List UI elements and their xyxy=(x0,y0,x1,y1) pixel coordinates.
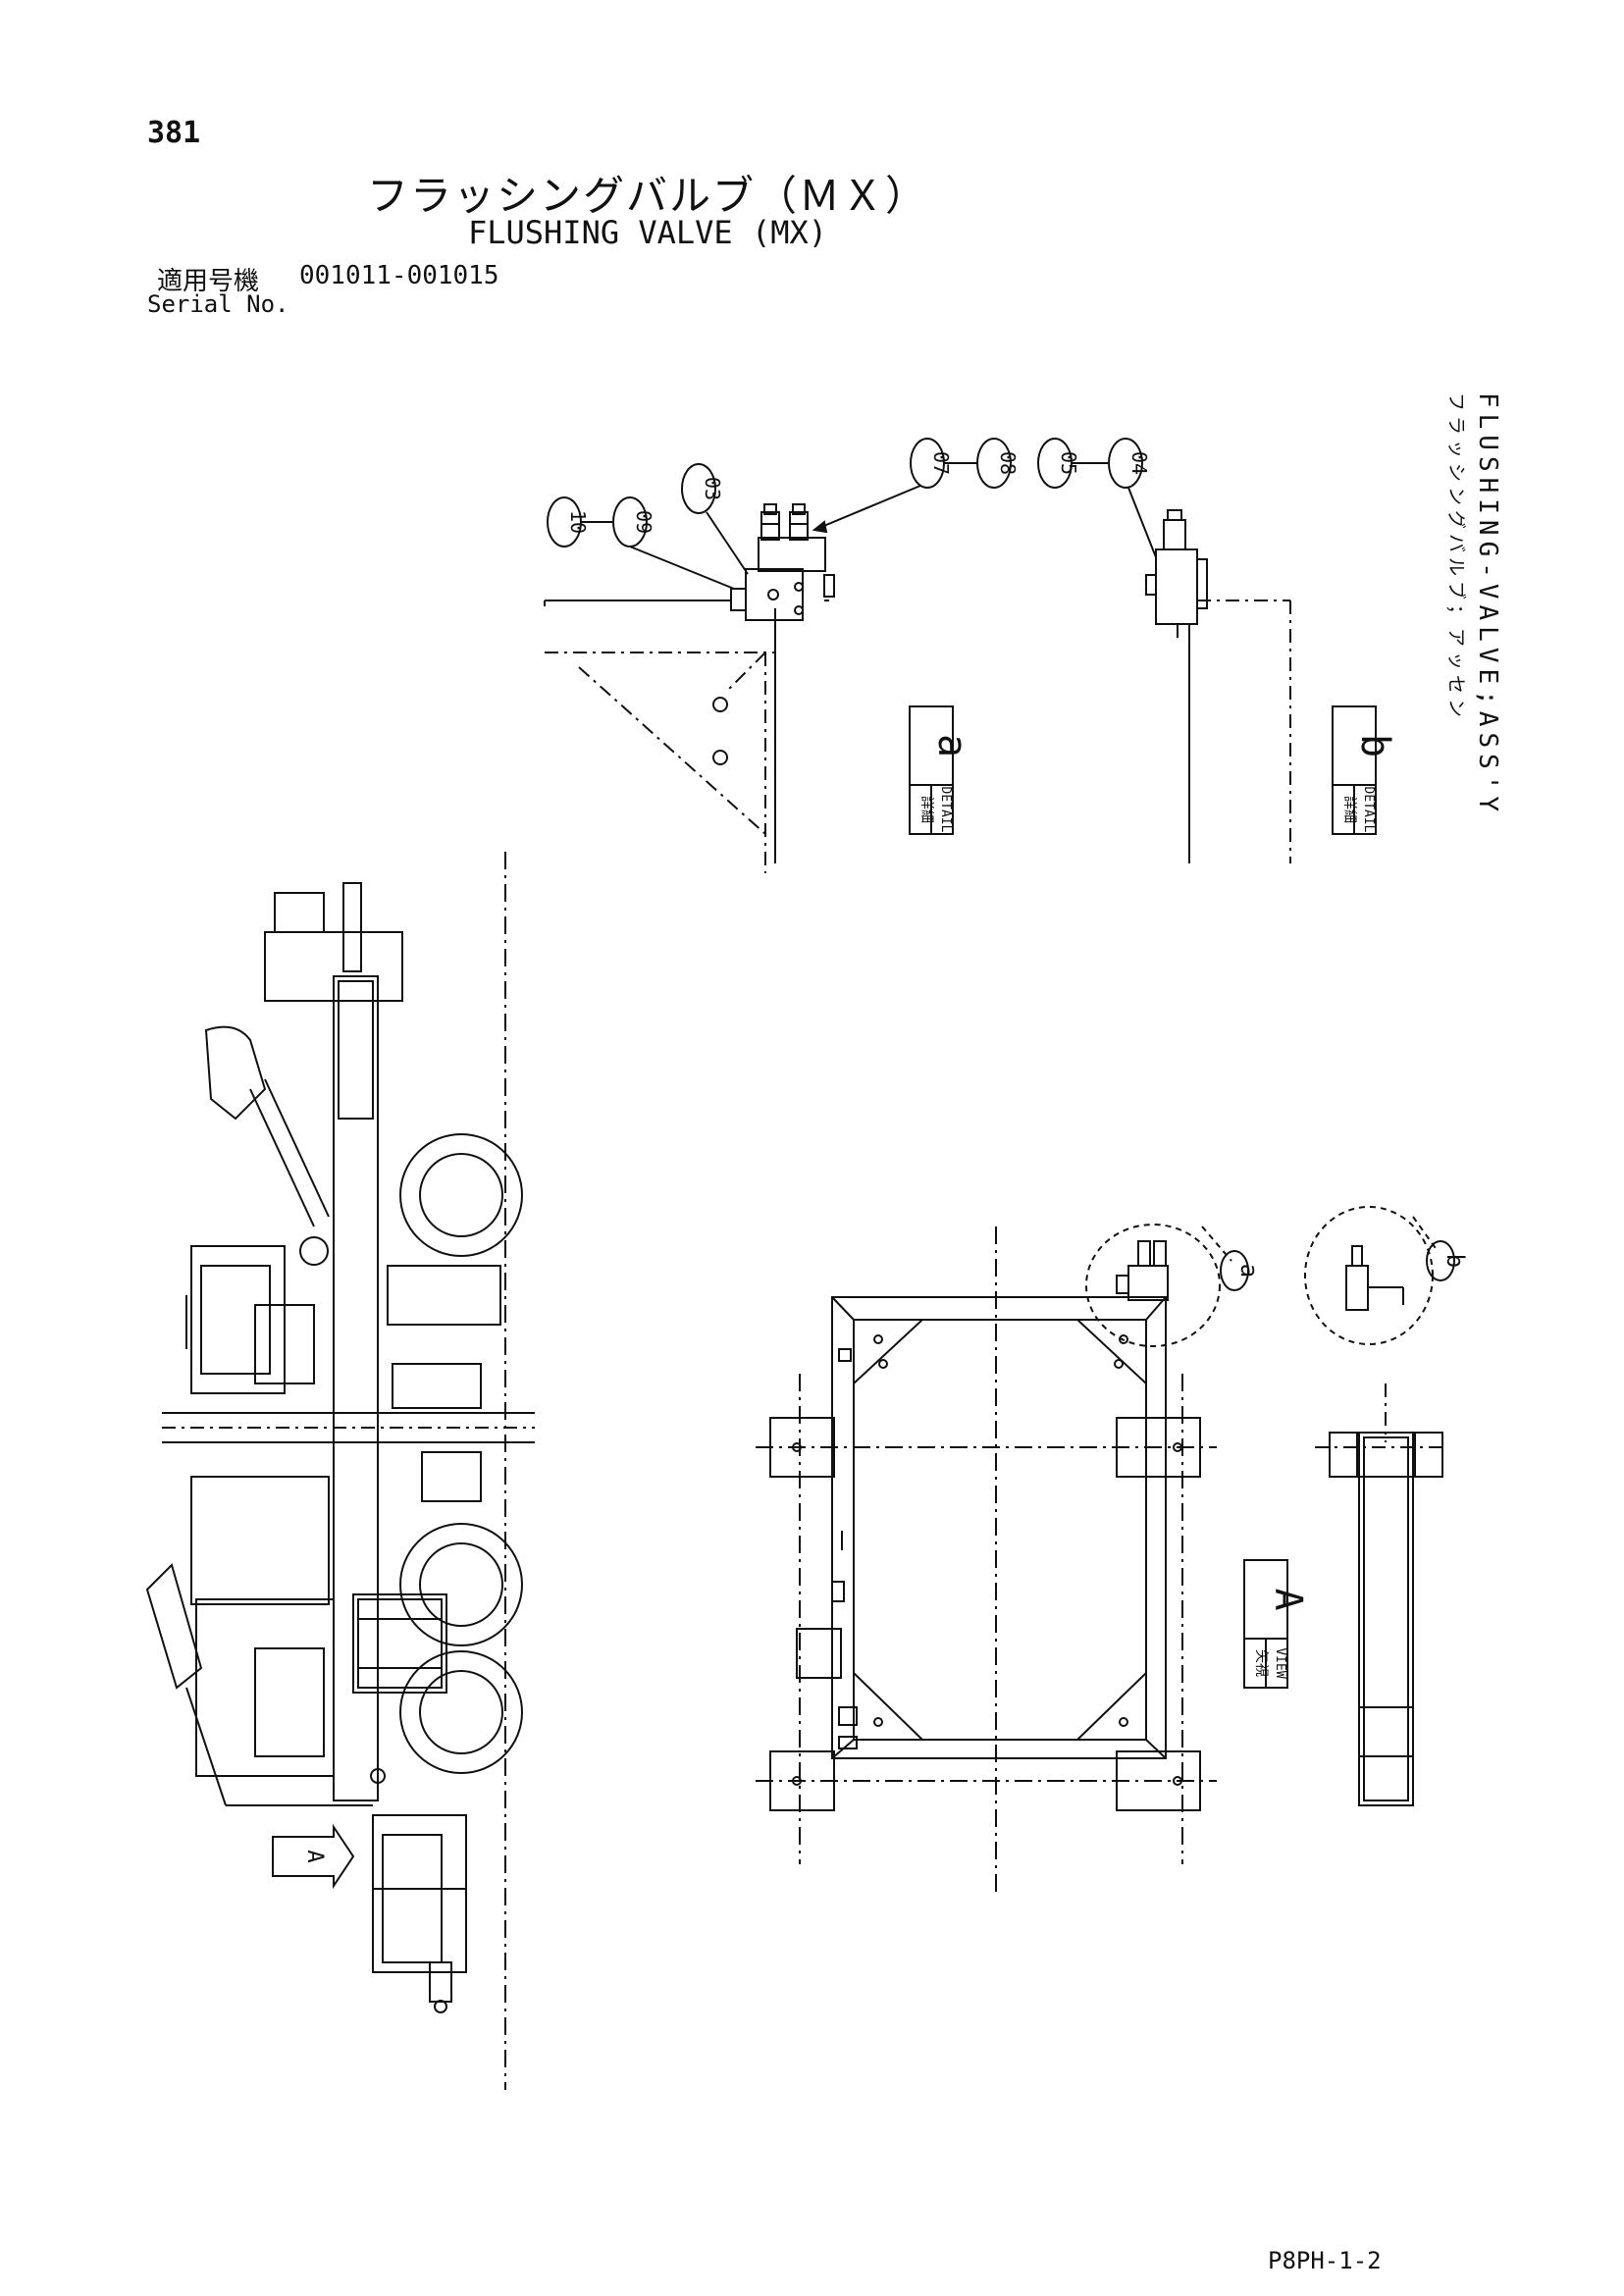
assy-label-jp: フラッシングバルブ；アッセン xyxy=(1445,392,1468,722)
detail-a-jp: 詳細 xyxy=(918,796,934,823)
view-a-en: VIEW xyxy=(1273,1647,1287,1678)
detail-b-box xyxy=(1332,705,1377,835)
detail-b-letter: b xyxy=(1352,734,1397,757)
assy-label-en: FLUSHING-VALVE;ASS'Y xyxy=(1473,392,1502,817)
serial-range: 001011-001015 xyxy=(299,261,499,290)
callout-04-label: 04 xyxy=(1127,451,1151,475)
detail-b-drawing xyxy=(1145,509,1291,863)
view-arrow-a xyxy=(272,1823,355,1890)
callout-05-label: 05 xyxy=(1057,451,1080,475)
view-a-box xyxy=(1243,1559,1288,1689)
detail-b-circle-label: b xyxy=(1441,1254,1469,1268)
detail-b-en: DETAIL xyxy=(1361,787,1376,833)
view-a-jp: 矢視 xyxy=(1253,1649,1269,1677)
serial-label-japanese: 適用号機 xyxy=(157,267,260,296)
detail-b-circle xyxy=(1426,1240,1455,1281)
callout-10-label: 10 xyxy=(566,510,590,534)
page-number: 381 xyxy=(147,116,201,150)
detail-b-jp: 詳細 xyxy=(1341,796,1357,823)
serial-label-english: Serial No. xyxy=(147,290,289,318)
callout-07-label: 07 xyxy=(929,451,953,475)
view-a-letter: A xyxy=(1267,1589,1310,1611)
detail-a-letter: a xyxy=(929,734,974,757)
arrow-a-label: A xyxy=(302,1850,327,1862)
detail-a-box xyxy=(909,705,954,835)
footer-code: P8PH-1-2 xyxy=(1268,2247,1382,2274)
frame-side-view xyxy=(1315,1245,1447,1806)
machine-side-view xyxy=(145,852,535,2090)
callout-03-label: 03 xyxy=(701,477,724,500)
title-japanese: フラッシングバルブ（ＭＸ） xyxy=(366,172,928,220)
callout-03 xyxy=(681,463,716,514)
callout-09-label: 09 xyxy=(632,510,655,534)
detail-a-drawing xyxy=(544,503,835,873)
detail-a-circle xyxy=(1220,1250,1249,1291)
detail-a-marker xyxy=(1085,1224,1221,1347)
frame-view-a xyxy=(756,1226,1217,1894)
detail-a-en: DETAIL xyxy=(938,787,953,833)
detail-a-circle-label: a xyxy=(1235,1264,1263,1278)
callout-08-label: 08 xyxy=(996,451,1020,475)
title-english: FLUSHING VALVE (MX) xyxy=(467,214,828,251)
